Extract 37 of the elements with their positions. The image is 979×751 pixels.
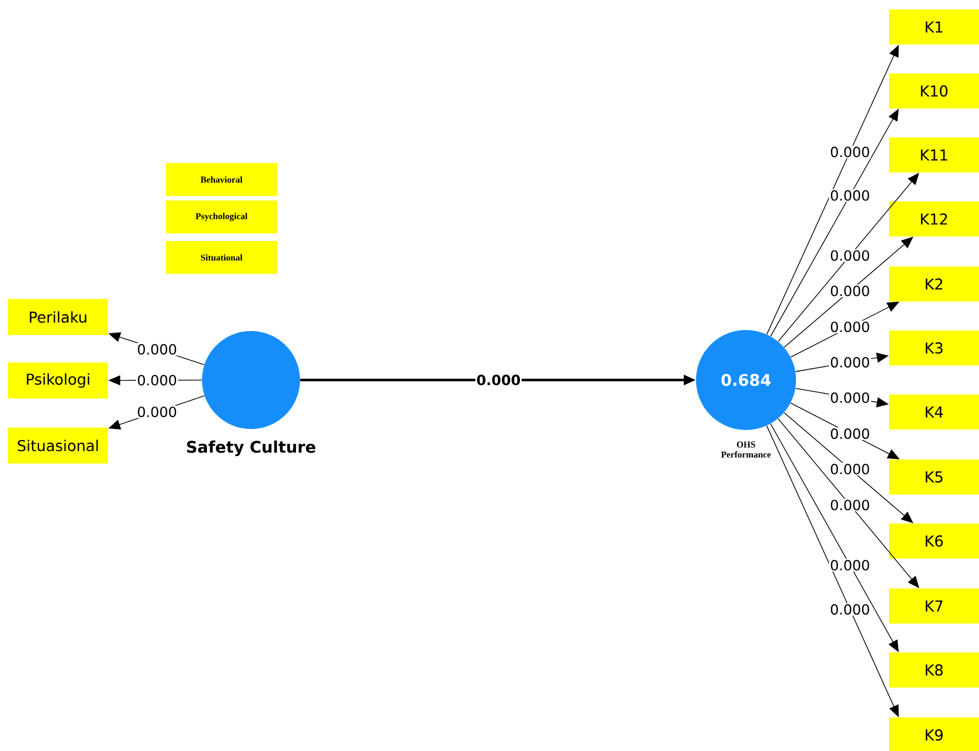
edge-label: 0.000 bbox=[828, 320, 872, 334]
edge-label: 0.000 bbox=[136, 406, 178, 418]
edge-label: 0.000 bbox=[828, 284, 872, 298]
indicator-box: K6 bbox=[889, 523, 979, 558]
construct-name: OHS Performance bbox=[721, 442, 771, 458]
edge-label: 0.000 bbox=[136, 374, 178, 387]
edge-label: 0.000 bbox=[828, 189, 872, 202]
indicator-box: K12 bbox=[889, 201, 979, 236]
edge-label: 0.000 bbox=[828, 558, 872, 572]
indicator-box: K5 bbox=[889, 459, 979, 494]
indicator-box: K7 bbox=[889, 588, 979, 624]
edge-label: 0.000 bbox=[828, 462, 872, 476]
indicator-box: K10 bbox=[889, 73, 979, 108]
edge-label: 0.000 bbox=[136, 343, 178, 356]
label-box: Psychological bbox=[166, 200, 277, 234]
edge-label: 0.000 bbox=[828, 498, 872, 512]
edge-label: 0.000 bbox=[828, 356, 872, 369]
construct-name: Safety Culture bbox=[187, 440, 316, 456]
edge-label: 0.000 bbox=[475, 374, 522, 386]
edge-label: 0.000 bbox=[828, 249, 872, 262]
edge-label: 0.000 bbox=[828, 391, 872, 404]
indicator-box: Perilaku bbox=[8, 298, 108, 335]
indicator-box: K3 bbox=[889, 330, 979, 366]
indicator-box: Psikologi bbox=[8, 362, 108, 398]
edge-label: 0.000 bbox=[828, 427, 872, 440]
indicator-box: K1 bbox=[889, 9, 979, 44]
construct-circle bbox=[202, 330, 300, 429]
label-box: Situational bbox=[166, 240, 277, 274]
edge-label: 0.000 bbox=[828, 146, 872, 158]
edge-label: 0.000 bbox=[828, 603, 872, 616]
indicator-box: K8 bbox=[889, 652, 979, 688]
indicator-box: K2 bbox=[889, 266, 979, 302]
indicator-box: K4 bbox=[889, 394, 979, 430]
indicator-box: K11 bbox=[889, 137, 979, 172]
indicator-box: K9 bbox=[889, 717, 979, 751]
indicator-box: Situasional bbox=[8, 427, 108, 464]
label-box: Behavioral bbox=[166, 162, 277, 196]
